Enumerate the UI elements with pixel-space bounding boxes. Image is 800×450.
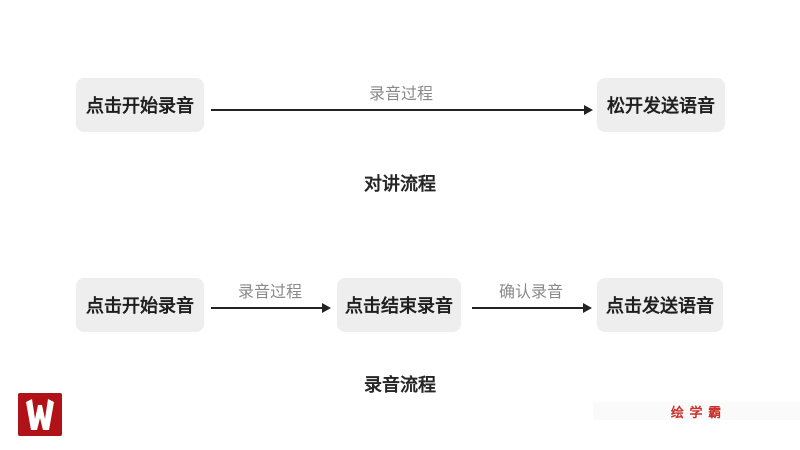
node-click-start-recording-1: 点击开始录音 — [76, 78, 204, 132]
arrow-label-confirm-recording: 确认录音 — [498, 284, 564, 301]
node-release-send-voice: 松开发送语音 — [597, 78, 725, 132]
node-click-stop-recording: 点击结束录音 — [337, 278, 461, 332]
arrowhead-icon — [584, 105, 593, 115]
node-click-send-voice: 点击发送语音 — [597, 278, 723, 332]
arrowhead-icon — [322, 303, 331, 313]
arrow-recording-process-1: 录音过程 — [211, 86, 593, 115]
arrow-label-recording-process-2: 录音过程 — [237, 284, 303, 301]
node-click-start-recording-2: 点击开始录音 — [76, 278, 204, 332]
arrow-label-recording-process-1: 录音过程 — [368, 86, 434, 103]
watermark-text: 绘 学 霸 — [670, 404, 723, 420]
flow-title-intercom: 对讲流程 — [364, 174, 436, 194]
watermark-band: 绘 学 霸 — [593, 402, 800, 420]
flow-title-recording: 录音流程 — [364, 375, 436, 395]
arrow-recording-process-2: 录音过程 — [211, 284, 331, 313]
arrowhead-icon — [583, 303, 592, 313]
brand-logo-icon — [18, 393, 62, 436]
arrow-confirm-recording: 确认录音 — [472, 284, 592, 313]
